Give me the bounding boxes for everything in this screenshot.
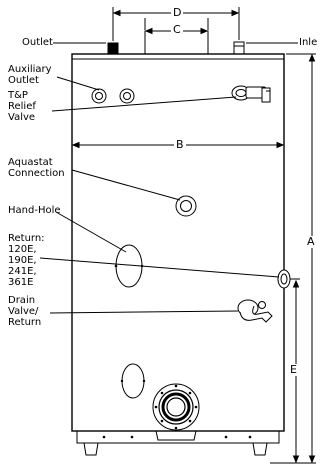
dimension-a-line (270, 53, 316, 464)
label-leaders (39, 76, 280, 314)
drain-label-line3: Return (8, 317, 42, 328)
inlet-label: Inle (299, 37, 318, 48)
dimension-b-label: B (174, 138, 186, 151)
right-foot (252, 442, 268, 456)
tank-body (71, 53, 285, 432)
burner-port (152, 383, 200, 441)
aquastat-fitting (175, 195, 197, 217)
dimension-d-label: D (171, 6, 184, 19)
drain-valve-label: Drain Valve/ Return (8, 295, 41, 328)
auxiliary-outlet-label-line2: Outlet (8, 75, 39, 86)
aquastat-label-line1: Aquastat (8, 157, 53, 168)
tp-relief-valve-label-line3: Valve (8, 112, 36, 123)
tp-relief-valve-label-line2: Relief (8, 101, 36, 112)
lower-access-oval (120, 363, 146, 399)
tp-relief-valve-label-line1: T&P (8, 90, 28, 101)
hand-hole-label: Hand-Hole (8, 205, 61, 216)
inlet-pipe (233, 41, 245, 55)
return-fitting (277, 269, 291, 289)
return-label-line3: 190E, (8, 255, 37, 266)
return-label-line1: Return: (8, 233, 45, 244)
base-bolts (102, 435, 252, 439)
aquastat-label-line2: Connection (8, 168, 65, 179)
outlet-label: Outlet (22, 37, 53, 48)
return-label: Return: 120E, 190E, 241E, 361E (8, 233, 45, 288)
drain-valve (237, 299, 273, 323)
dimension-a-label: A (305, 235, 317, 248)
auxiliary-outlet-label-line1: Auxiliary (8, 64, 52, 75)
tank-base (76, 430, 280, 444)
dimension-e-label: E (288, 363, 299, 376)
outlet-pipe (107, 42, 119, 55)
left-foot (83, 442, 99, 456)
auxiliary-outlet-fittings (91, 88, 135, 104)
return-label-line4: 241E, (8, 266, 37, 277)
auxiliary-outlet-label: Auxiliary Outlet (8, 64, 52, 86)
drain-label-line1: Drain (8, 295, 36, 306)
return-label-line2: 120E, (8, 244, 37, 255)
dimension-c-label: C (171, 23, 183, 36)
drain-label-line2: Valve/ (8, 306, 39, 317)
return-label-line5: 361E (8, 277, 34, 288)
tp-relief-valve (231, 85, 271, 103)
tp-relief-valve-label: T&P Relief Valve (8, 90, 36, 123)
aquastat-connection-label: Aquastat Connection (8, 157, 65, 179)
